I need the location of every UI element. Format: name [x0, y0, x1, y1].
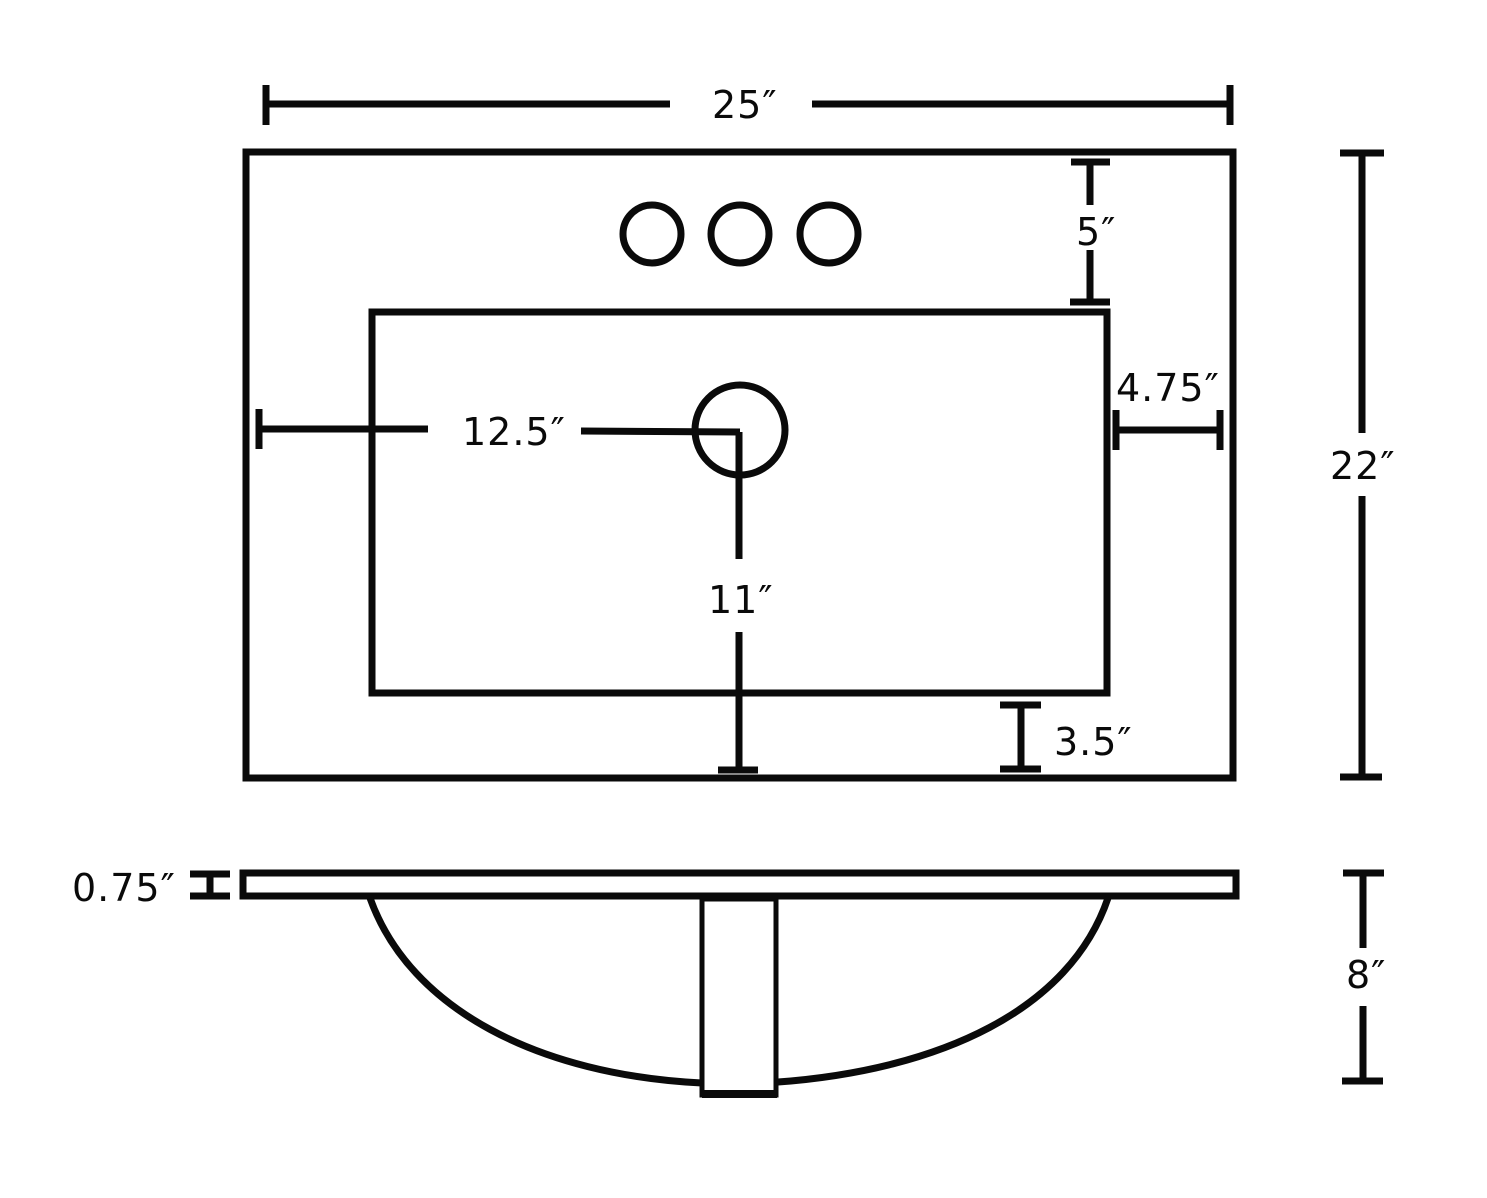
faucet-hole-center: [707, 201, 773, 267]
side-view: [190, 869, 1384, 1098]
side-to-bowl-dimension-line: [1112, 410, 1224, 450]
width-label: 25″: [712, 83, 778, 127]
depth-label: 22″: [1330, 444, 1396, 488]
faucet-holes: [619, 201, 862, 267]
side-to-bowl-label: 4.75″: [1116, 366, 1220, 410]
edge-to-drain-label: 12.5″: [462, 410, 566, 454]
countertop-slab-profile: [239, 869, 1240, 900]
bowl-depth-dimension-line: [1342, 869, 1384, 1085]
front-to-drain-dimension-line: [718, 432, 758, 774]
back-to-bowl-dimension-line: [1070, 158, 1110, 306]
front-to-bowl-label: 3.5″: [1054, 720, 1133, 764]
back-to-bowl-label: 5″: [1076, 210, 1117, 254]
thickness-label: 0.75″: [72, 866, 176, 910]
depth-dimension-line: [1340, 149, 1384, 781]
faucet-hole-right: [796, 201, 862, 267]
width-dimension-line: [262, 85, 1234, 125]
edge-to-drain-dimension-line: [255, 409, 741, 449]
faucet-hole-left: [619, 201, 685, 267]
thickness-dimension-line: [190, 870, 230, 900]
bowl-profile-curve: [366, 896, 1112, 1087]
front-to-bowl-dimension-line: [1000, 701, 1041, 773]
top-view: [242, 85, 1384, 782]
countertop-outline: [242, 148, 1237, 782]
drain-pipe-profile: [699, 896, 779, 1098]
front-to-drain-label: 11″: [708, 578, 774, 622]
bowl-depth-label: 8″: [1346, 953, 1387, 997]
